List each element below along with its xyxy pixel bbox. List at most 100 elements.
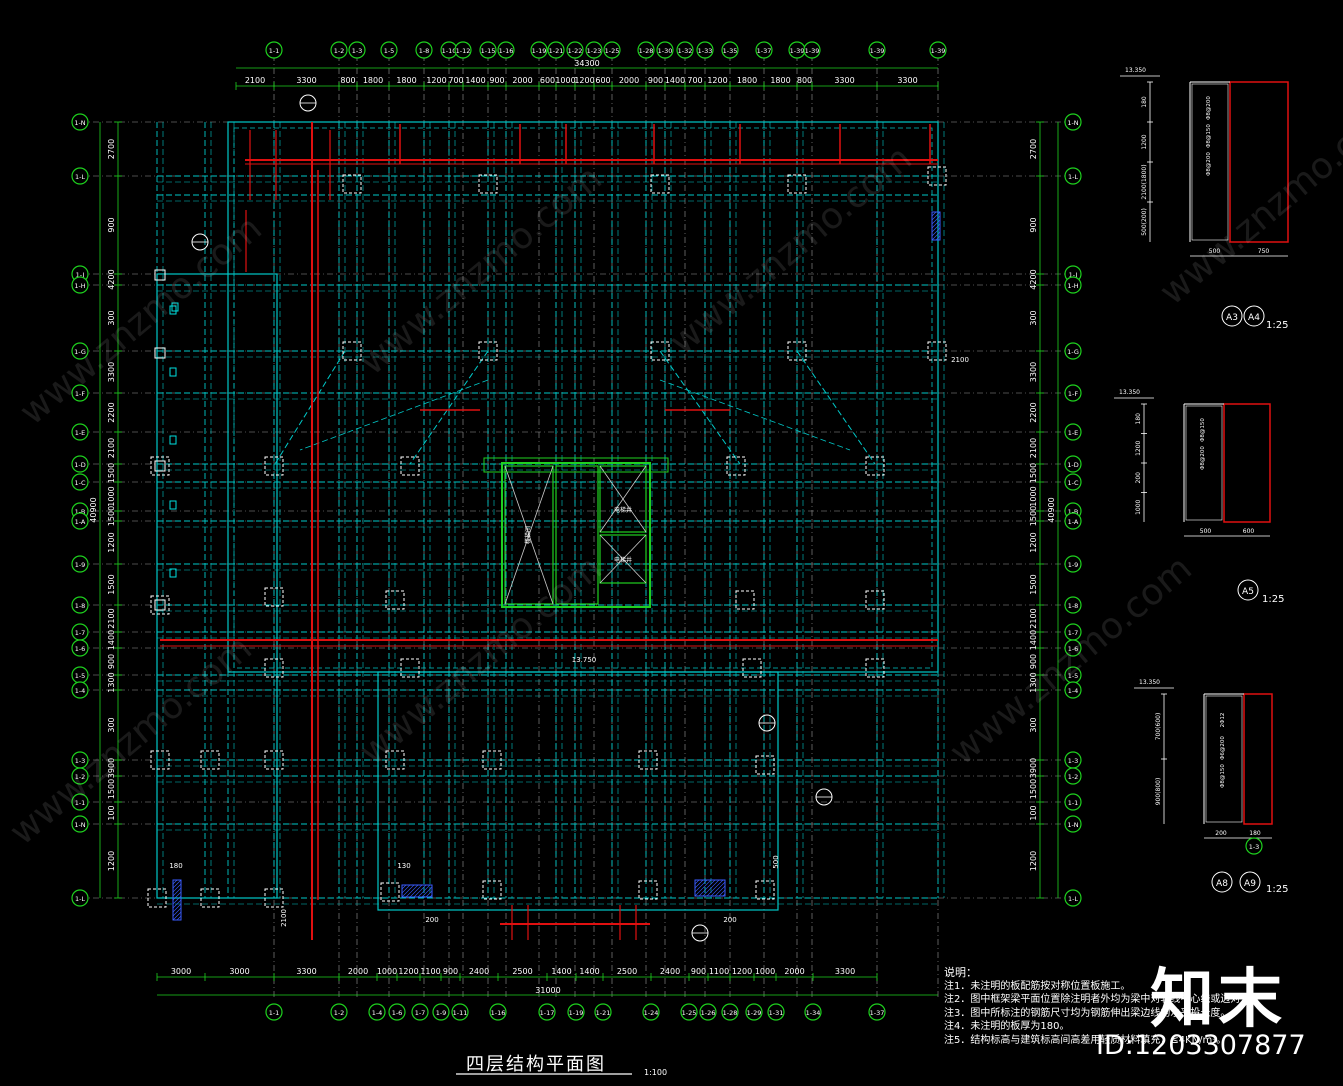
hatch-line	[172, 883, 182, 893]
detail-tag-label: A3	[1226, 313, 1238, 323]
top-dim-label: 600	[595, 76, 610, 85]
left-axis-bubble	[71, 113, 89, 131]
axis-label: 1-N	[1067, 821, 1078, 829]
right-dim-label: 2100	[1029, 438, 1038, 458]
bottom-axis-bubble	[594, 1003, 612, 1021]
axis-label: 1-35	[723, 47, 738, 55]
axis-label: 1-G	[74, 348, 86, 356]
right-dim-label: 2200	[1029, 402, 1038, 422]
right-axis-bubble	[1064, 512, 1082, 530]
right-dim-label: 1000	[1029, 486, 1038, 506]
right-axis-bubble	[1064, 113, 1082, 131]
column	[264, 456, 284, 476]
right-dim-label: 1200	[1029, 851, 1038, 871]
detail-rebar-label: Φ8@150	[1206, 124, 1212, 148]
notes-heading: 说明：	[944, 966, 977, 979]
axis-label: 1-16	[491, 1009, 506, 1017]
axis-label: 1-29	[747, 1009, 762, 1017]
left-axis-bubble	[71, 889, 89, 907]
axis-label: 1-39	[805, 47, 820, 55]
column	[638, 880, 658, 900]
hatch-line	[931, 215, 941, 225]
hatch-line	[931, 219, 941, 229]
detail-axis-bubble	[1245, 837, 1263, 855]
column	[150, 750, 170, 770]
top-axis-bubble	[868, 41, 886, 59]
elevator-cross	[599, 534, 647, 584]
drawing-title: 四层结构平面图	[466, 1054, 606, 1075]
axis-label: 1-F	[1068, 390, 1078, 398]
axis-label: 1-5	[1068, 672, 1079, 680]
hatch-line	[931, 211, 937, 217]
column	[342, 174, 362, 194]
detail-rebar-label: Φ8@150	[1220, 764, 1226, 788]
detail-tag	[1221, 305, 1243, 327]
top-dim-label: 2000	[512, 76, 532, 85]
top-dim-label: 800	[797, 76, 812, 85]
small-dim: 2100	[280, 909, 288, 927]
axis-label: 1-3	[352, 47, 363, 55]
slab-edge-inner	[233, 127, 933, 669]
level-label: 13.750	[572, 656, 597, 664]
column	[154, 269, 166, 281]
right-axis-bubble	[1064, 889, 1082, 907]
right-axis-bubble	[1064, 596, 1082, 614]
axis-label: 1-30	[658, 47, 673, 55]
left-axis-bubble	[71, 555, 89, 573]
detail-dim-label: 1000	[1135, 499, 1142, 514]
axis-label: 1-2	[334, 1009, 345, 1017]
right-dim-label: 1500	[1029, 574, 1038, 594]
note-line: 注4．未注明的板厚为180。	[944, 1021, 1070, 1032]
axis-label: 1-H	[74, 282, 85, 290]
elevation-label: 13.350	[1119, 389, 1140, 396]
axis-label: 1-J	[1069, 271, 1078, 279]
axis-label: 1-7	[1068, 629, 1079, 637]
detail-rebar	[1243, 693, 1273, 825]
axis-label: 1-J	[76, 271, 85, 279]
axis-label: 1-32	[678, 47, 693, 55]
small-dim: 2100	[951, 356, 969, 364]
axis-label: 1-C	[74, 479, 85, 487]
hatch-line	[710, 881, 726, 897]
column	[400, 658, 420, 678]
right-dim-label: 2700	[1029, 139, 1038, 159]
hatch-line	[425, 890, 433, 898]
axis-label: 1-23	[587, 47, 602, 55]
hatch-line	[706, 879, 724, 897]
column	[200, 888, 220, 908]
axis-label: 1-34	[806, 1009, 821, 1017]
elevator-shaft	[599, 465, 647, 533]
axis-label: 1-8	[75, 602, 86, 610]
detail-scale-2: 1:25	[1262, 594, 1285, 605]
detail-outline	[1185, 405, 1223, 521]
axis-label: 1-3	[75, 757, 86, 765]
bottom-dim-label: 1000	[755, 967, 775, 976]
column	[755, 755, 775, 775]
column	[147, 888, 167, 908]
top-dim-label: 1800	[363, 76, 383, 85]
axis-label: 1-2	[1068, 773, 1079, 781]
detail-rebar-label: Φ8@200	[1200, 446, 1206, 470]
hatch-line	[172, 895, 182, 905]
top-dim-label: 1800	[770, 76, 790, 85]
top-axis-bubble	[380, 41, 398, 59]
hatch-line	[409, 884, 423, 898]
diagonal-beam	[659, 350, 741, 465]
axis-label: 1-A	[1068, 518, 1079, 526]
bottom-axis-bubble	[538, 1003, 556, 1021]
bottom-dim-label: 1100	[420, 967, 440, 976]
right-axis-bubble	[1064, 767, 1082, 785]
top-axis-bubble	[585, 41, 603, 59]
hatch-line	[698, 879, 716, 897]
hatch-line	[172, 891, 182, 901]
right-dim-label: 2100	[1029, 608, 1038, 628]
axis-label: 1-26	[701, 1009, 716, 1017]
top-axis-bubble	[566, 41, 584, 59]
diagonal-beam	[659, 379, 851, 451]
column	[264, 658, 284, 678]
bottom-axis-bubble	[567, 1003, 585, 1021]
detail-tag	[1243, 305, 1265, 327]
top-dim-label: 900	[648, 76, 663, 85]
top-axis-bubble	[603, 41, 621, 59]
right-axis-bubble	[1064, 423, 1082, 441]
